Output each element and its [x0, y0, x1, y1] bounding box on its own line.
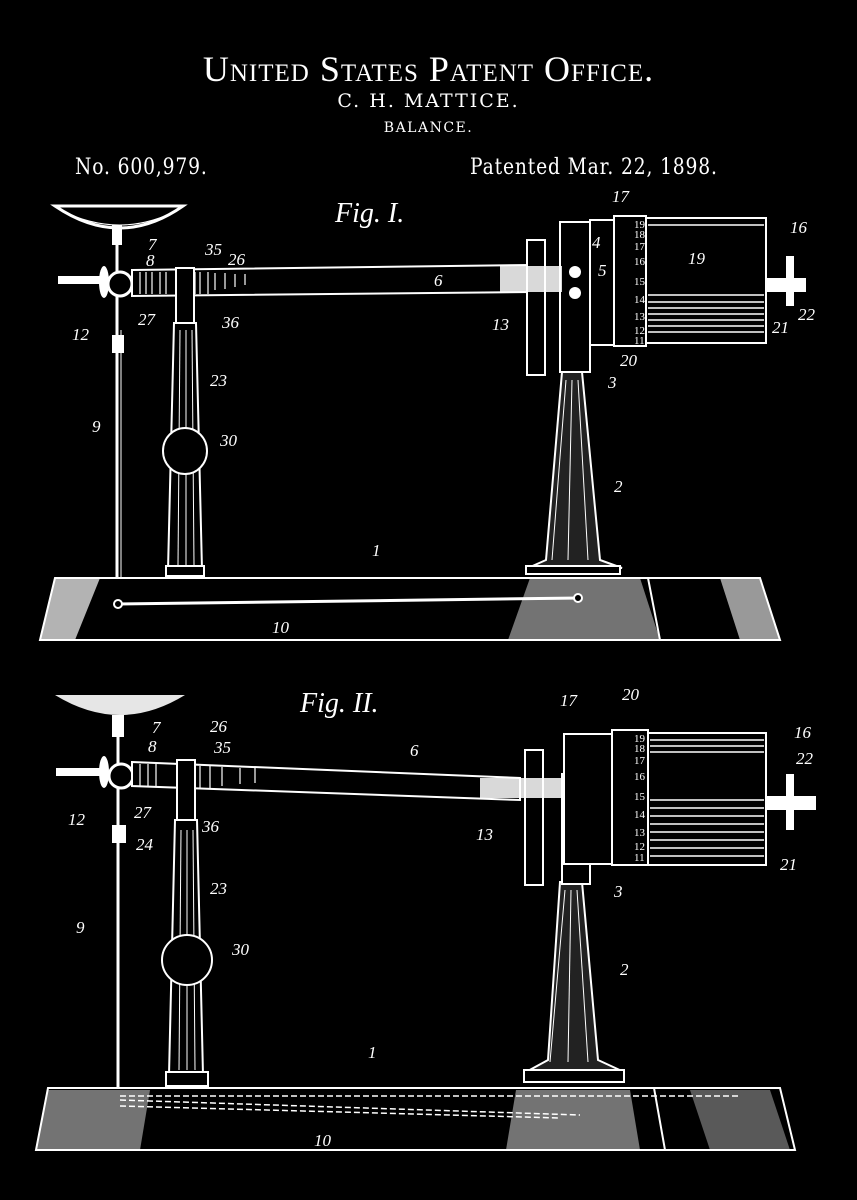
svg-text:18: 18 — [634, 229, 646, 241]
svg-text:12: 12 — [634, 325, 645, 337]
figure-2-scale: 19 18 17 16 15 14 13 12 11 — [634, 733, 646, 864]
svg-text:17: 17 — [612, 190, 631, 206]
svg-text:17: 17 — [560, 691, 579, 710]
figure-1-scale: 19 18 17 16 15 14 13 12 11 — [634, 219, 646, 347]
patent-date: Patented Mar. 22, 1898. — [470, 155, 718, 180]
svg-text:23: 23 — [210, 879, 227, 898]
figure-1-title: Fig. I. — [334, 198, 404, 229]
svg-text:13: 13 — [634, 311, 646, 323]
svg-text:5: 5 — [598, 261, 607, 280]
svg-text:14: 14 — [634, 294, 646, 306]
svg-text:16: 16 — [794, 723, 812, 742]
svg-text:19: 19 — [688, 249, 706, 268]
patent-office-title: United States Patent Office. — [202, 49, 655, 89]
svg-text:18: 18 — [634, 743, 646, 755]
svg-text:30: 30 — [231, 940, 250, 959]
svg-text:11: 11 — [634, 335, 645, 347]
inventor-name: C. H. MATTICE. — [337, 90, 520, 112]
svg-text:19: 19 — [634, 219, 646, 231]
svg-text:16: 16 — [790, 218, 808, 237]
svg-text:36: 36 — [201, 817, 220, 836]
svg-text:13: 13 — [476, 825, 493, 844]
svg-text:7: 7 — [152, 718, 162, 737]
svg-text:17: 17 — [634, 755, 646, 767]
svg-text:12: 12 — [68, 810, 86, 829]
svg-text:2: 2 — [620, 960, 629, 979]
svg-text:12: 12 — [634, 841, 645, 853]
svg-text:35: 35 — [204, 240, 222, 259]
svg-text:27: 27 — [138, 310, 157, 329]
svg-text:2: 2 — [614, 477, 623, 496]
svg-text:26: 26 — [228, 250, 246, 269]
svg-text:13: 13 — [634, 827, 646, 839]
invention-subject: BALANCE. — [383, 120, 474, 136]
svg-text:14: 14 — [634, 809, 646, 821]
svg-text:30: 30 — [219, 431, 238, 450]
svg-text:13: 13 — [492, 315, 509, 334]
patent-number: No. 600,979. — [75, 155, 208, 180]
svg-text:21: 21 — [772, 318, 789, 337]
svg-text:27: 27 — [134, 803, 153, 822]
svg-text:3: 3 — [613, 882, 623, 901]
svg-text:7: 7 — [148, 235, 158, 254]
svg-text:15: 15 — [634, 276, 646, 288]
svg-text:26: 26 — [210, 717, 228, 736]
svg-text:4: 4 — [592, 233, 601, 252]
figure-1-drawing: Fig. I. 19 18 17 16 15 14 13 12 11 — [38, 190, 816, 641]
svg-text:22: 22 — [796, 749, 814, 768]
figure-2-drawing: Fig. II. 19 18 17 16 15 14 13 12 11 — [34, 685, 816, 1151]
svg-text:1: 1 — [372, 541, 381, 560]
svg-text:16: 16 — [634, 771, 646, 783]
svg-text:24: 24 — [136, 835, 154, 854]
svg-text:22: 22 — [798, 305, 816, 324]
svg-text:10: 10 — [272, 618, 290, 637]
svg-text:10: 10 — [314, 1131, 332, 1150]
svg-text:8: 8 — [146, 251, 155, 270]
svg-text:35: 35 — [213, 738, 231, 757]
svg-text:15: 15 — [634, 791, 646, 803]
svg-text:12: 12 — [72, 325, 90, 344]
svg-text:17: 17 — [634, 241, 646, 253]
svg-text:36: 36 — [221, 313, 240, 332]
svg-text:11: 11 — [634, 852, 645, 864]
svg-text:6: 6 — [410, 741, 419, 760]
figure-1-reference-labels: 7 8 35 26 6 12 27 36 23 9 30 1 10 13 4 5… — [72, 190, 816, 637]
svg-text:19: 19 — [634, 733, 646, 745]
svg-text:21: 21 — [780, 855, 797, 874]
svg-text:20: 20 — [620, 351, 638, 370]
figure-2-reference-labels: 7 8 26 35 6 12 27 36 24 23 9 30 1 10 13 … — [68, 685, 814, 1150]
svg-text:8: 8 — [148, 737, 157, 756]
figure-2-title: Fig. II. — [299, 688, 379, 719]
svg-text:6: 6 — [434, 271, 443, 290]
svg-text:16: 16 — [634, 256, 646, 268]
svg-text:1: 1 — [368, 1043, 377, 1062]
svg-text:20: 20 — [622, 685, 640, 704]
svg-text:9: 9 — [76, 918, 85, 937]
svg-text:23: 23 — [210, 371, 227, 390]
svg-text:3: 3 — [607, 373, 617, 392]
svg-text:9: 9 — [92, 417, 101, 436]
